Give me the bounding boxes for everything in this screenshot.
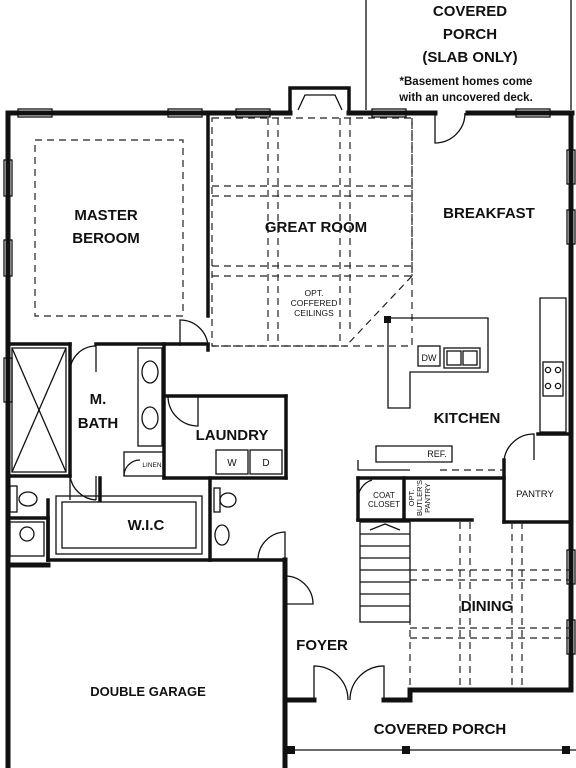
laundry-label: LAUNDRY <box>196 427 269 444</box>
double-garage-label: DOUBLE GARAGE <box>90 684 206 699</box>
front-covered-porch: COVERED PORCH <box>285 721 576 754</box>
butlers-pantry-label-1: OPT. <box>407 490 416 507</box>
master-bath-label-2: BATH <box>78 415 119 432</box>
washer-label: W <box>227 458 237 469</box>
rear-porch-label-3: (SLAB ONLY) <box>422 49 517 66</box>
basement-note-2: with an uncovered deck. <box>398 92 533 104</box>
great-room: GREAT ROOM OPT. COFFERED CEILINGS <box>211 117 413 347</box>
dishwasher-label: DW <box>422 353 437 363</box>
pantry-label: PANTRY <box>516 489 554 500</box>
dryer-label: D <box>262 458 269 469</box>
breakfast-label: BREAKFAST <box>443 205 535 222</box>
master-bedroom-label-1: MASTER <box>74 207 138 224</box>
rear-door <box>434 112 466 144</box>
windows <box>3 108 576 655</box>
toilet-master <box>6 485 50 562</box>
master-bath: M. BATH LINEN <box>6 342 166 501</box>
butlers-pantry-label-2: BUTLER'S <box>415 480 424 516</box>
opt-coffered-label-2: COFFERED <box>291 298 338 308</box>
stairs <box>359 521 411 623</box>
front-porch-label: COVERED PORCH <box>374 721 507 738</box>
pantry: PANTRY <box>502 432 573 524</box>
great-room-label: GREAT ROOM <box>265 219 367 236</box>
kitchen: DW KITCHEN REF. <box>357 297 567 471</box>
butlers-pantry-label-3: PANTRY <box>423 483 432 513</box>
laundry: LAUNDRY W D <box>162 394 288 480</box>
kitchen-label: KITCHEN <box>434 410 501 427</box>
refrigerator-label: REF. <box>427 449 447 459</box>
master-bedroom-label-2: BEROOM <box>72 230 140 247</box>
coat-closet-label-2: CLOSET <box>368 500 400 509</box>
coat-closet-label-1: COAT <box>373 491 395 500</box>
exterior-walls <box>5 110 575 768</box>
rear-porch-label-1: COVERED <box>433 3 507 20</box>
walk-in-closet: W.I.C <box>46 476 212 562</box>
dining-label: DINING <box>461 598 514 615</box>
double-garage: DOUBLE GARAGE <box>5 562 206 699</box>
wic-label: W.I.C <box>128 517 165 534</box>
opt-coffered-label-1: OPT. <box>305 288 324 298</box>
rear-porch-label-2: PORCH <box>443 26 497 43</box>
coat-closet: COAT CLOSET OPT. BUTLER'S PANTRY <box>356 469 506 522</box>
powder-room <box>208 487 287 562</box>
rear-covered-porch: COVERED PORCH (SLAB ONLY) *Basement home… <box>365 0 572 110</box>
master-bath-label-1: M. <box>90 391 107 408</box>
foyer: FOYER <box>282 575 574 703</box>
opt-coffered-label-3: CEILINGS <box>294 308 334 318</box>
basement-note-1: *Basement homes come <box>400 76 533 88</box>
master-bedroom: MASTER BEROOM <box>6 111 210 352</box>
foyer-label: FOYER <box>296 637 348 654</box>
dining: DINING <box>409 522 571 690</box>
fireplace <box>288 86 351 115</box>
linen-label: LINEN <box>142 462 161 469</box>
